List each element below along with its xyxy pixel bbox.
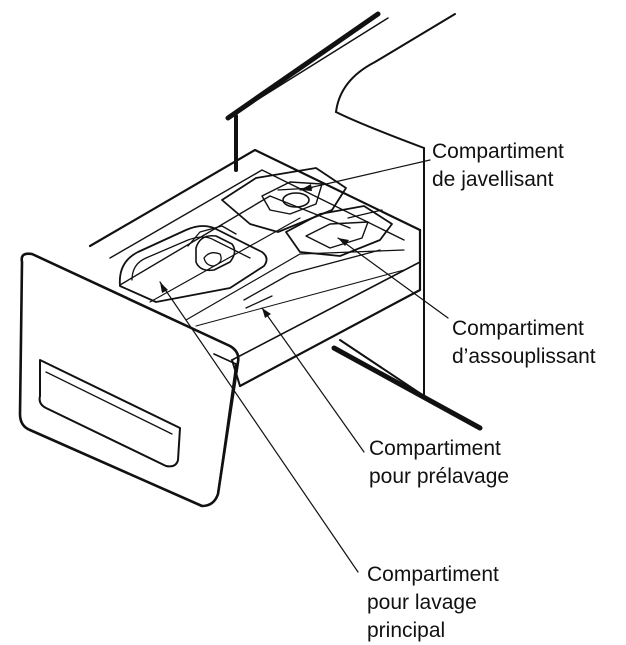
drawer-front [18, 252, 240, 508]
main-wash-compartment [118, 225, 268, 303]
label-softener-compartment: Compartiment d’assouplissant [452, 315, 596, 371]
label-main-wash-compartment: Compartiment pour lavage principal [367, 561, 499, 645]
label-bleach-line1: Compartiment [432, 140, 564, 163]
bleach-compartment [221, 167, 347, 233]
leader-line-main-wash [159, 281, 359, 573]
label-softener-line2: d’assouplissant [452, 345, 596, 368]
label-main-wash-line2: pour lavage [367, 591, 477, 614]
arrowhead-main-wash [160, 282, 168, 293]
label-prewash-line2: pour prélavage [369, 465, 510, 488]
label-prewash-compartment: Compartiment pour prélavage [369, 435, 509, 491]
arrowhead-bleach [300, 184, 312, 191]
drawer-body [88, 148, 422, 388]
label-main-wash-line3: principal [367, 619, 446, 642]
leader-line-softener [337, 237, 449, 319]
label-bleach-compartment: Compartiment de javellisant [432, 138, 564, 194]
label-prewash-line1: Compartiment [369, 437, 501, 460]
arrowhead-softener [338, 238, 349, 246]
label-bleach-line2: de javellisant [432, 168, 554, 191]
label-main-wash-line1: Compartiment [367, 563, 499, 586]
leader-line-prewash [261, 307, 365, 453]
arrowhead-prewash [262, 308, 271, 318]
leader-line-bleach [299, 159, 431, 191]
washer-body [225, 11, 483, 431]
label-softener-line1: Compartiment [452, 317, 584, 340]
softener-compartment [285, 205, 393, 257]
prewash-compartment [243, 249, 381, 309]
